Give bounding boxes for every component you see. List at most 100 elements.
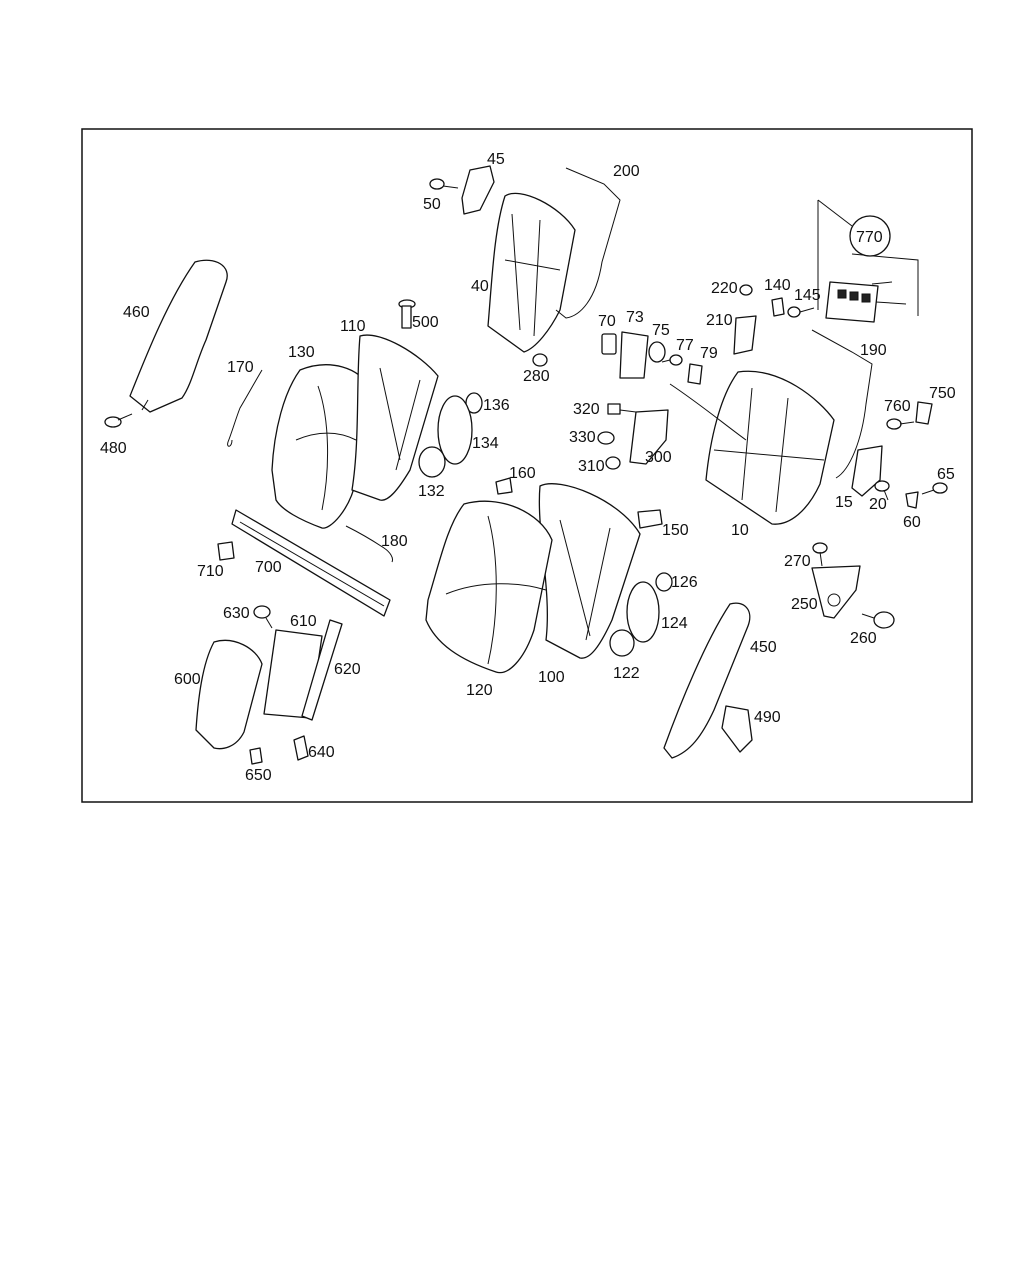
label-75: 75	[652, 322, 670, 339]
label-310: 310	[578, 458, 605, 475]
label-134: 134	[472, 435, 499, 452]
part-132-ring	[418, 446, 446, 478]
label-136: 136	[483, 397, 510, 414]
label-300: 300	[645, 449, 672, 466]
label-640: 640	[308, 744, 335, 761]
part-170-wire	[227, 369, 263, 447]
part-250-bracket	[811, 565, 861, 619]
part-50-screw	[429, 178, 459, 190]
part-190-wire	[811, 329, 873, 479]
label-145: 145	[794, 287, 821, 304]
part-270-bolt	[812, 542, 828, 567]
label-15: 15	[835, 494, 853, 511]
label-120: 120	[466, 682, 493, 699]
label-450: 450	[750, 639, 777, 656]
part-110-backrest-shell	[351, 334, 439, 501]
part-145-screw	[787, 306, 815, 318]
label-70: 70	[598, 313, 616, 330]
label-650: 650	[245, 767, 272, 784]
label-60: 60	[903, 514, 921, 531]
label-10: 10	[731, 522, 749, 539]
part-70-clip	[601, 333, 617, 355]
part-300-bracket	[629, 409, 669, 465]
label-200: 200	[613, 163, 640, 180]
part-15-hinge	[851, 445, 883, 497]
part-280-cap	[532, 353, 548, 367]
part-320-bolt	[607, 403, 637, 415]
label-480: 480	[100, 440, 127, 457]
part-760-screw	[886, 418, 915, 430]
part-220-screw	[739, 284, 753, 296]
part-460-side-trim	[129, 259, 228, 413]
diagram-border	[81, 128, 973, 803]
label-130: 130	[288, 344, 315, 361]
label-280: 280	[523, 368, 550, 385]
label-320: 320	[573, 401, 600, 418]
part-122-ring	[609, 629, 635, 657]
part-620-strip	[301, 619, 343, 721]
part-750-clip	[915, 401, 933, 425]
part-130-cushion-cover	[271, 364, 371, 529]
part-124-disc	[626, 581, 660, 643]
label-40: 40	[471, 278, 489, 295]
label-260: 260	[850, 630, 877, 647]
part-770-callout-circle	[849, 215, 891, 257]
label-45: 45	[487, 151, 505, 168]
label-124: 124	[661, 615, 688, 632]
label-50: 50	[423, 196, 441, 213]
part-40-backrest-frame	[487, 192, 576, 353]
label-710: 710	[197, 563, 224, 580]
label-190: 190	[860, 342, 887, 359]
part-200-wire-loop	[555, 167, 621, 319]
part-79-latch	[687, 363, 703, 385]
label-490: 490	[754, 709, 781, 726]
label-160: 160	[509, 465, 536, 482]
label-65: 65	[937, 466, 955, 483]
part-160-clip	[495, 477, 513, 495]
label-250: 250	[791, 596, 818, 613]
part-210-bracket	[733, 315, 757, 355]
label-220: 220	[711, 280, 738, 297]
part-10-seat-frame	[705, 370, 835, 525]
label-140: 140	[764, 277, 791, 294]
label-760: 760	[884, 398, 911, 415]
part-710-clip	[217, 541, 235, 561]
label-150: 150	[662, 522, 689, 539]
part-134-disc	[437, 395, 473, 465]
label-132: 132	[418, 483, 445, 500]
label-630: 630	[223, 605, 250, 622]
part-310-nut	[605, 456, 621, 470]
label-770: 770	[856, 229, 883, 246]
label-126: 126	[671, 574, 698, 591]
label-180: 180	[381, 533, 408, 550]
label-620: 620	[334, 661, 361, 678]
label-600: 600	[174, 671, 201, 688]
part-600-cushion-block	[195, 639, 263, 750]
label-122: 122	[613, 665, 640, 682]
label-460: 460	[123, 304, 150, 321]
part-630-screw	[253, 605, 273, 629]
part-140-clip	[771, 297, 785, 317]
part-150-clip	[637, 509, 663, 529]
label-20: 20	[869, 496, 887, 513]
label-270: 270	[784, 553, 811, 570]
part-75-knob	[648, 341, 666, 363]
part-77-screw	[661, 354, 683, 366]
label-210: 210	[706, 312, 733, 329]
label-700: 700	[255, 559, 282, 576]
part-126-disc	[655, 572, 673, 592]
part-labels: 45 200 50 770 40 220 140 145 500 460 110…	[100, 151, 956, 784]
label-100: 100	[538, 669, 565, 686]
part-45-hinge	[461, 165, 495, 215]
part-640-clip	[293, 735, 309, 761]
part-490-bracket	[721, 705, 753, 753]
part-120-cushion	[425, 500, 553, 674]
part-450-side-trim	[663, 602, 751, 759]
part-480-screw	[104, 413, 133, 428]
label-750: 750	[929, 385, 956, 402]
part-330-nut	[597, 431, 615, 445]
label-330: 330	[569, 429, 596, 446]
part-180-wire	[345, 525, 393, 563]
label-110: 110	[340, 318, 366, 335]
